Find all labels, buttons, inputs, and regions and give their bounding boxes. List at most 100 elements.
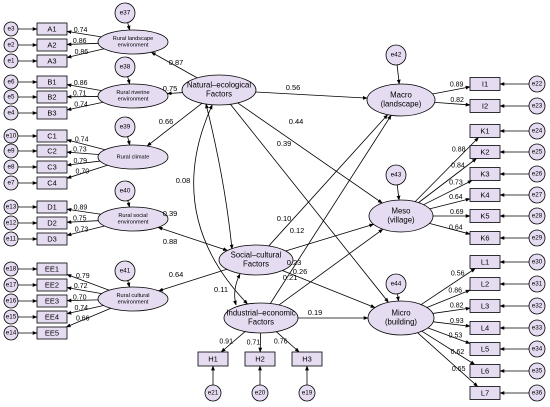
path-coefficient: 0.64 (169, 270, 184, 279)
error-label: e21 (208, 390, 219, 397)
path-coefficient: 0.73 (75, 227, 89, 234)
loading-arrow (421, 330, 476, 365)
error-label: e15 (6, 314, 17, 321)
latent-label: environment (118, 97, 149, 103)
loading-arrow (65, 307, 112, 328)
latent-error-label: e38 (120, 64, 131, 71)
error-e29 (528, 229, 546, 247)
path-coefficient: 0.74 (74, 305, 88, 312)
structural-arrow (237, 102, 383, 204)
loading-arrow (432, 85, 471, 95)
indicator-label: L7 (481, 388, 489, 397)
loading-arrow (150, 51, 198, 79)
indicator-K4 (469, 188, 501, 202)
path-coefficient: 0.10 (277, 214, 292, 223)
error-e35 (528, 362, 546, 380)
latent-label: environment (118, 300, 149, 306)
error-label: e16 (6, 298, 17, 305)
error-label: e36 (532, 390, 543, 397)
indicator-label: I1 (482, 79, 488, 88)
error-label: e10 (6, 133, 17, 140)
indicator-label: EE2 (45, 280, 59, 289)
path-coefficient: 0.86 (73, 38, 87, 45)
error-e31 (528, 275, 546, 293)
indicator-H1 (197, 351, 229, 367)
latent-error-e39 (114, 116, 136, 138)
indicator-label: L5 (481, 344, 489, 353)
indicator-H2 (244, 351, 276, 367)
nodes-layer (3, 2, 546, 402)
structural-arrow (230, 104, 389, 303)
error-arrow (126, 76, 131, 85)
error-arrow (126, 22, 131, 31)
indicator-label: K6 (480, 233, 489, 242)
loading-arrow (429, 223, 471, 235)
latent-label: Rural climate (117, 154, 150, 160)
loading-arrow (66, 298, 99, 303)
indicator-L7 (469, 386, 501, 400)
indicator-I1 (469, 77, 501, 91)
path-coefficient: 0.74 (74, 102, 88, 109)
path-coefficient: 0.75 (163, 84, 178, 93)
indicator-L6 (469, 364, 501, 378)
indicator-H3 (291, 351, 323, 367)
indicator-I2 (469, 99, 501, 113)
path-coefficient: 0.66 (159, 117, 174, 126)
latent-error-e43 (385, 164, 407, 186)
latent-label: Rural social (118, 213, 147, 219)
path-coefficient: 0.12 (290, 226, 305, 235)
error-arrow (396, 64, 401, 85)
indicator-D2 (36, 216, 68, 230)
indicator-label: C1 (47, 131, 57, 140)
indicator-label: L1 (481, 257, 489, 266)
path-coefficient: 0.88 (163, 237, 178, 246)
error-label: e8 (7, 164, 15, 171)
latent-social (218, 244, 294, 276)
indicator-label: L2 (481, 279, 489, 288)
latent-label: (landscape) (381, 100, 422, 109)
indicator-EE5 (36, 326, 68, 340)
error-e21 (204, 384, 222, 402)
error-e20 (251, 384, 269, 402)
path-coefficient: 0.74 (75, 136, 89, 143)
error-e6 (3, 74, 19, 90)
indicator-label: H2 (255, 354, 265, 363)
indicator-label: A1 (47, 24, 56, 33)
latent-label: (building) (385, 318, 417, 327)
loading-arrow (417, 332, 479, 387)
latent-label: environment (118, 220, 149, 226)
loading-arrow (66, 160, 101, 167)
latent-label: Factors (206, 90, 232, 99)
path-coefficient: 0.53 (449, 332, 463, 339)
error-label: e11 (6, 236, 17, 243)
error-e17 (3, 277, 19, 293)
structural-arrow (282, 270, 376, 308)
latent-label: Industrial–economic (226, 309, 295, 318)
covariance-arrow (205, 103, 234, 250)
error-label: e30 (532, 259, 543, 266)
loading-arrow (433, 321, 471, 328)
error-e9 (3, 143, 19, 159)
error-e22 (528, 75, 546, 93)
loading-arrow (420, 268, 476, 305)
error-e23 (528, 97, 546, 115)
error-e7 (3, 175, 19, 191)
error-label: e32 (532, 303, 543, 310)
indicator-EE3 (36, 294, 68, 308)
indicator-L1 (469, 255, 501, 269)
indicator-label: C3 (47, 162, 57, 171)
indicator-label: K1 (480, 126, 489, 135)
path-coefficient: 0.88 (452, 146, 466, 153)
loading-arrow (66, 150, 99, 155)
error-arrow (126, 200, 131, 208)
error-label: e20 (255, 390, 266, 397)
latent-error-e41 (114, 260, 136, 282)
error-label: e24 (532, 128, 543, 135)
indicator-EE1 (36, 262, 68, 276)
indicator-A1 (36, 22, 68, 36)
error-label: e4 (7, 110, 15, 117)
latent-error-label: e40 (120, 188, 131, 195)
indicator-A2 (36, 38, 68, 52)
indicator-label: D3 (47, 234, 57, 243)
error-label: e17 (6, 282, 17, 289)
